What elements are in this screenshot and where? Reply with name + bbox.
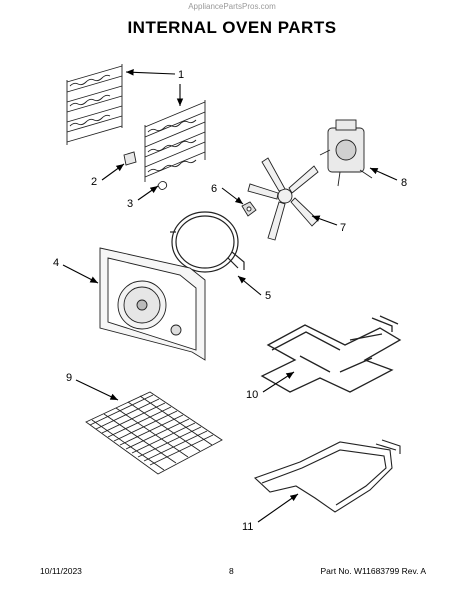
footer-date: 10/11/2023 (40, 566, 82, 576)
watermark: AppliancePartsPros.com (188, 2, 276, 11)
convection-element-part[interactable] (170, 211, 245, 273)
callout-1: 1 (178, 69, 184, 81)
convection-fan-blade-part[interactable] (247, 157, 319, 241)
callout-10: 10 (246, 389, 258, 401)
callout-6: 6 (211, 183, 217, 195)
broil-element-part[interactable] (253, 439, 401, 513)
footer-part-number: Part No. W11683799 Rev. A (320, 566, 426, 576)
callout-11: 11 (242, 521, 253, 533)
callout-3: 3 (127, 198, 133, 210)
fan-cover-panel-part[interactable] (99, 247, 206, 361)
rack-support-left-part[interactable] (66, 64, 123, 145)
callout-4: 4 (53, 257, 59, 269)
rack-support-right-part[interactable] (144, 100, 206, 182)
callout-8: 8 (401, 177, 407, 189)
callout-9: 9 (66, 372, 72, 384)
oven-rack-part[interactable] (85, 391, 223, 475)
bracket-part[interactable] (123, 151, 137, 166)
callout-5: 5 (265, 290, 271, 302)
fan-nut-part[interactable] (241, 201, 257, 217)
bake-element-part[interactable] (260, 315, 402, 393)
footer-page-number: 8 (229, 566, 234, 576)
callout-7: 7 (340, 222, 346, 234)
clip-part[interactable] (157, 180, 168, 190)
page-title: INTERNAL OVEN PARTS (127, 18, 337, 37)
convection-motor-part[interactable] (319, 119, 373, 187)
callout-2: 2 (91, 176, 97, 188)
